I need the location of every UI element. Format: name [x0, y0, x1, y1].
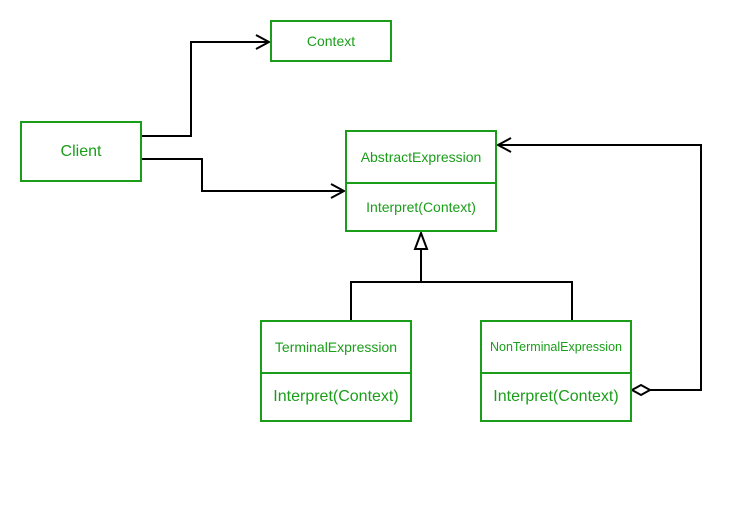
class-context: Context: [270, 20, 392, 62]
association-client-abstract: [142, 158, 343, 192]
generalization-triangle: [413, 230, 429, 250]
arrowhead-context: [255, 34, 272, 50]
arrowhead-abstract: [330, 183, 347, 199]
aggregation-line: [499, 144, 702, 391]
class-method: Interpret(Context): [347, 182, 495, 230]
class-name: Client: [60, 142, 102, 160]
generalization-bar: [350, 281, 573, 321]
class-method: Interpret(Context): [262, 372, 410, 420]
class-name: Context: [306, 33, 356, 49]
class-method: Interpret(Context): [482, 372, 630, 420]
class-name: TerminalExpression: [274, 339, 398, 355]
association-client-context: [142, 41, 268, 137]
class-abstract-expression: AbstractExpression Interpret(Context): [345, 130, 497, 232]
aggregation-diamond: [629, 383, 653, 397]
class-name: NonTerminalExpression: [489, 340, 622, 354]
class-name: AbstractExpression: [360, 149, 482, 165]
class-nonterminal-expression: NonTerminalExpression Interpret(Context): [480, 320, 632, 422]
arrowhead-aggregation: [495, 137, 512, 153]
class-terminal-expression: TerminalExpression Interpret(Context): [260, 320, 412, 422]
class-client: Client: [20, 121, 142, 182]
